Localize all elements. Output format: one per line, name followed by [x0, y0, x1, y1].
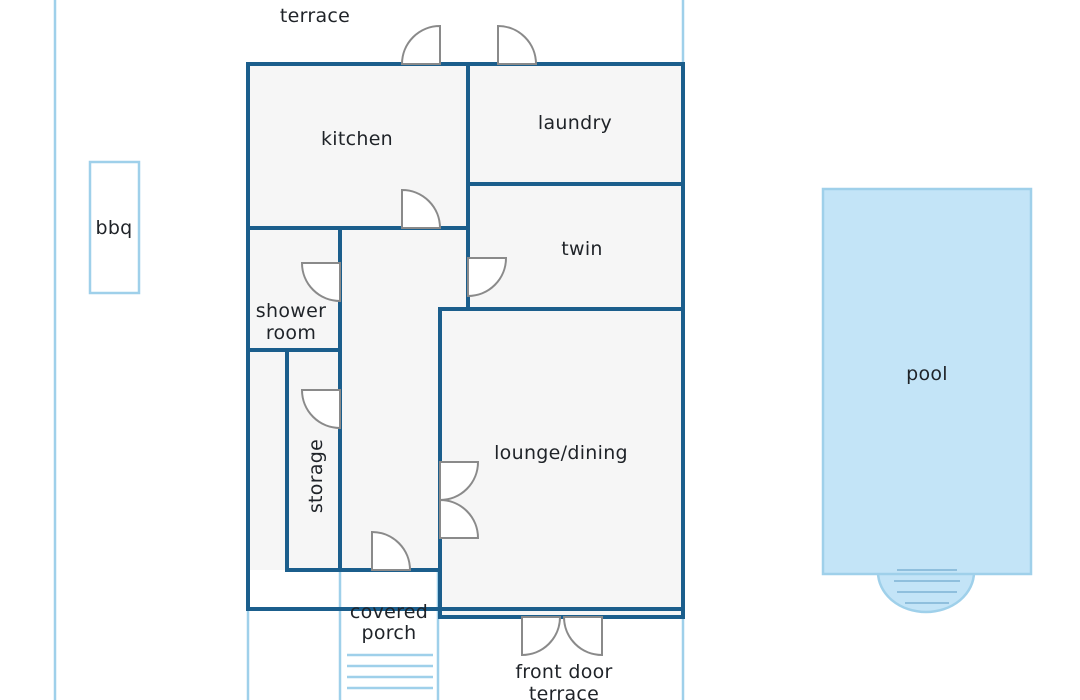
label-twin: twin — [561, 238, 603, 260]
door-storage[interactable] — [300, 389, 341, 430]
label-front-door-terrace-line2: terrace — [529, 683, 599, 700]
room-fills — [248, 64, 683, 617]
label-storage: storage — [305, 439, 327, 513]
pool — [821, 187, 1033, 614]
door-porch[interactable] — [371, 530, 412, 571]
room-labels: terrace kitchen laundry bbq twin shower … — [95, 5, 947, 700]
label-terrace: terrace — [280, 5, 350, 27]
label-kitchen: kitchen — [321, 128, 393, 150]
label-front-door-terrace-line1: front door — [515, 661, 612, 683]
doors — [300, 24, 603, 657]
door-front-left[interactable] — [521, 616, 562, 657]
bbq-outline — [88, 160, 141, 295]
door-shower-room[interactable] — [300, 262, 341, 303]
label-shower-room-line1: shower — [256, 300, 326, 322]
label-pool: pool — [906, 363, 948, 385]
label-lounge-dining: lounge/dining — [494, 442, 628, 464]
label-covered-porch-line2: porch — [361, 622, 416, 644]
door-laundry-terrace[interactable] — [497, 24, 538, 65]
label-shower-room-line2: room — [266, 322, 316, 344]
label-covered-porch-line1: covered — [350, 601, 428, 623]
door-lounge-lower[interactable] — [439, 498, 480, 539]
door-kitchen-terrace[interactable] — [400, 24, 441, 65]
door-kitchen-hall[interactable] — [401, 188, 442, 229]
door-front-right[interactable] — [562, 616, 603, 657]
door-twin[interactable] — [467, 257, 508, 298]
label-laundry: laundry — [538, 112, 612, 134]
label-bbq: bbq — [95, 217, 132, 239]
